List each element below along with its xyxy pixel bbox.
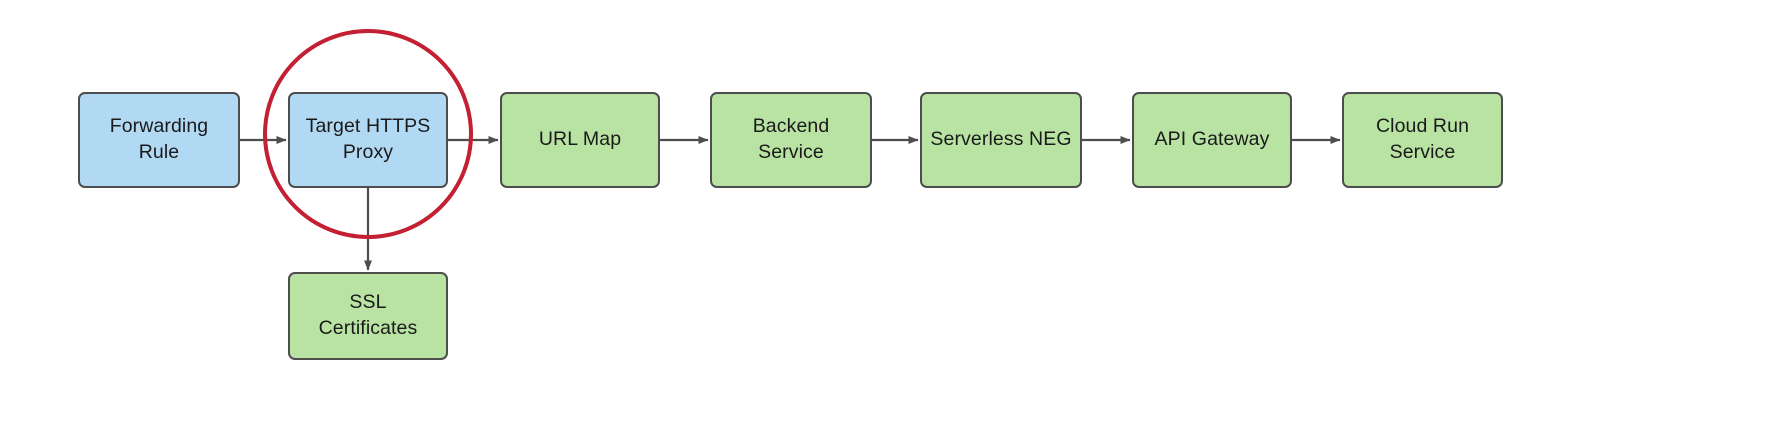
node-cloud-run-service[interactable]: Cloud Run Service [1342,92,1503,188]
node-forwarding-rule[interactable]: Forwarding Rule [78,92,240,188]
node-label-forwarding-rule: Forwarding Rule [109,115,209,163]
node-api-gateway[interactable]: API Gateway [1132,92,1292,188]
node-ssl-certificates[interactable]: SSL Certificates [288,272,448,360]
node-backend-service[interactable]: Backend Service [710,92,872,188]
node-label-api-gateway: API Gateway [1154,128,1270,151]
node-label-target-https-proxy: Target HTTPS Proxy [305,115,431,163]
node-label-url-map: URL Map [538,128,622,151]
node-label-ssl-certificates: SSL Certificates [318,291,418,339]
node-label-cloud-run-service: Cloud Run Service [1375,115,1470,163]
node-target-https-proxy[interactable]: Target HTTPS Proxy [288,92,448,188]
node-label-serverless-neg: Serverless NEG [930,128,1072,151]
node-url-map[interactable]: URL Map [500,92,660,188]
node-serverless-neg[interactable]: Serverless NEG [920,92,1082,188]
node-label-backend-service: Backend Service [752,115,830,163]
